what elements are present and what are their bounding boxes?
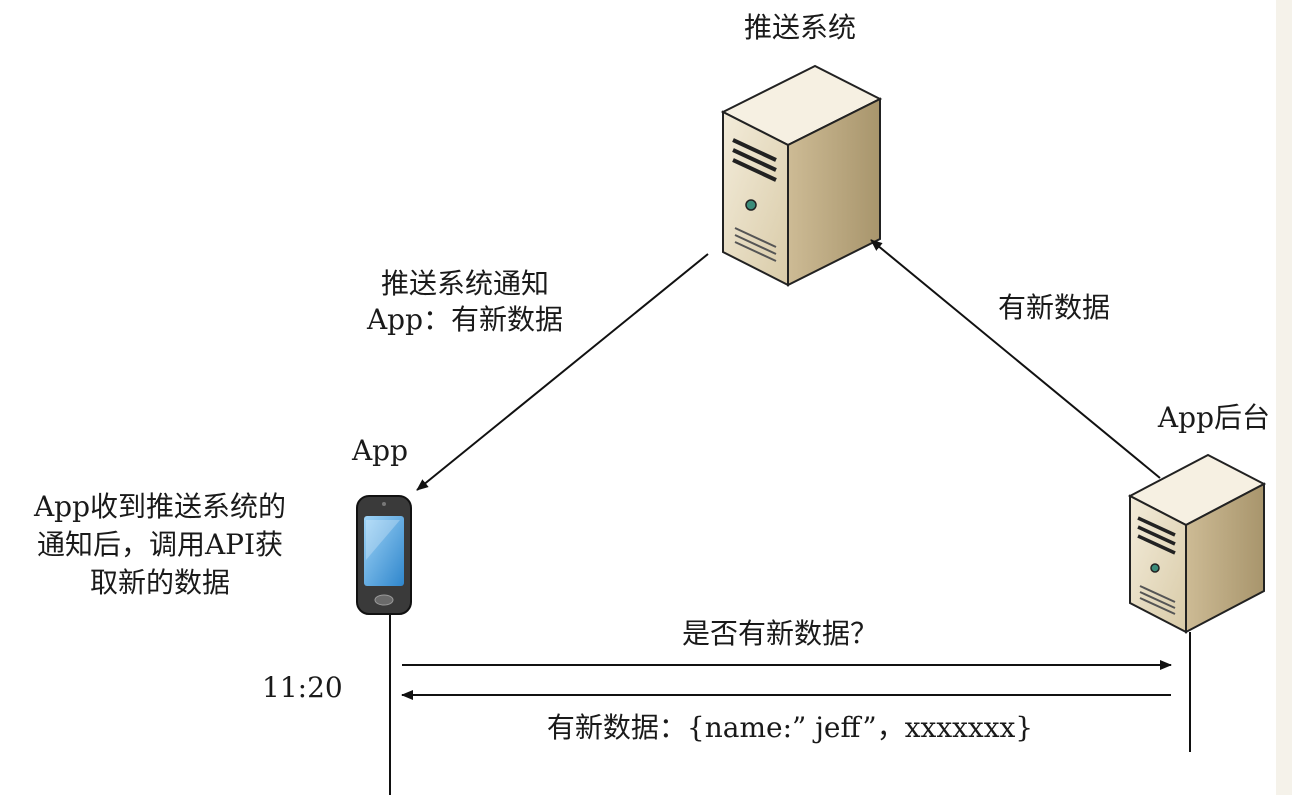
- backend-to-push-label: 有新数据: [998, 291, 1111, 324]
- backend-to-push-arrow: [870, 239, 1161, 479]
- app-label: App: [351, 434, 409, 467]
- app-note: App收到推送系统的 通知后，调用API获 取新的数据: [0, 488, 330, 602]
- app-note-line-2: 通知后，调用API获: [36, 528, 284, 561]
- push-to-app-label-line-1: 推送系统通知: [380, 267, 549, 300]
- push-to-app-edge-label: 推送系统通知 App：有新数据: [330, 266, 600, 338]
- app-note-line-3: 取新的数据: [89, 566, 230, 599]
- request-label: 是否有新数据？: [681, 617, 878, 650]
- app-note-line-1: App收到推送系统的: [33, 490, 287, 523]
- right-edge-strip: [1276, 0, 1292, 795]
- app-phone-icon: [356, 495, 412, 615]
- app-backend-label: App后台: [1157, 401, 1270, 434]
- push-to-app-label-line-2: App：有新数据: [366, 303, 564, 336]
- push-to-app-arrow: [416, 253, 709, 491]
- push-system-label: 推送系统: [743, 11, 856, 44]
- time-label: 11:20: [262, 671, 343, 704]
- push-system-server-icon: [720, 64, 883, 287]
- app-backend-server-icon: [1127, 453, 1267, 634]
- response-label: 有新数据：{name:” jeff”，xxxxxxx}: [546, 711, 1034, 744]
